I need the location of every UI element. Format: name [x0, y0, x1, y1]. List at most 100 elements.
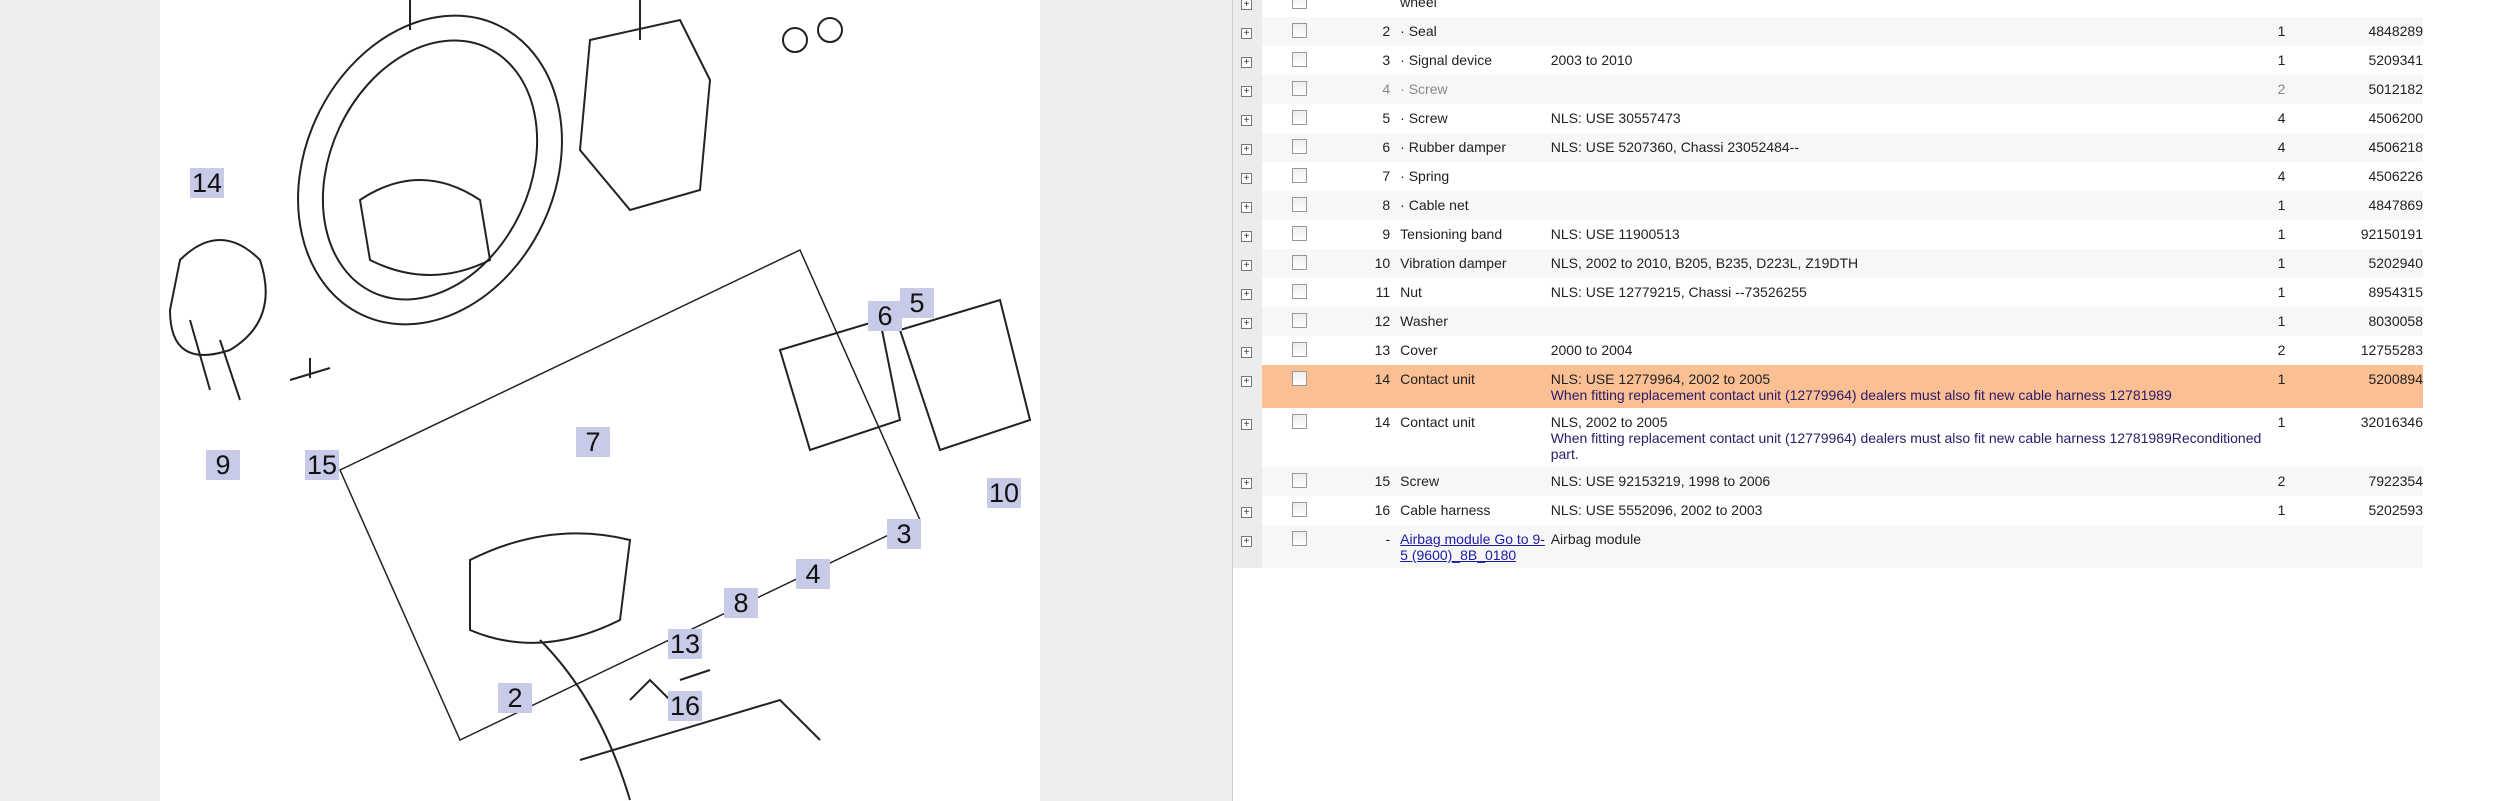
callout-4[interactable]: 4	[796, 559, 830, 589]
part-position: 3	[1382, 52, 1391, 68]
callout-5[interactable]: 5	[900, 288, 934, 318]
part-number	[2319, 0, 2423, 17]
part-position: 14	[1374, 371, 1391, 387]
parts-table-row[interactable]: + 10 Vibration damper NLS, 2002 to 2010,…	[1233, 249, 2423, 278]
part-position: 2	[1382, 23, 1391, 39]
part-name: · Rubber damper	[1400, 139, 1506, 155]
part-name: Cable harness	[1400, 502, 1491, 518]
expand-icon[interactable]: +	[1241, 173, 1252, 184]
select-checkbox[interactable]	[1292, 23, 1308, 38]
part-description: Airbag module	[1550, 531, 1641, 547]
part-position: 7	[1382, 168, 1391, 184]
expand-icon[interactable]: +	[1241, 86, 1252, 97]
select-checkbox[interactable]	[1292, 502, 1308, 517]
select-checkbox[interactable]	[1292, 81, 1308, 96]
callout-3[interactable]: 3	[887, 519, 921, 549]
select-checkbox[interactable]	[1292, 139, 1308, 154]
part-note: When fitting replacement contact unit (1…	[1550, 430, 2262, 462]
part-position: 8	[1382, 197, 1391, 213]
select-checkbox[interactable]	[1292, 473, 1308, 488]
callout-7[interactable]: 7	[576, 427, 610, 457]
select-checkbox[interactable]	[1292, 197, 1308, 212]
expand-icon[interactable]: +	[1241, 318, 1252, 329]
part-position: 12	[1374, 313, 1391, 329]
part-position: 16	[1374, 502, 1391, 518]
callout-2[interactable]: 2	[498, 683, 532, 713]
expand-icon[interactable]: +	[1241, 347, 1252, 358]
expand-icon[interactable]: +	[1241, 289, 1252, 300]
parts-table-row[interactable]: + 3 · Signal device 2003 to 2010 1 52093…	[1233, 46, 2423, 75]
parts-table-row[interactable]: + 2 · Seal 1 4848289	[1233, 17, 2423, 46]
part-description: NLS: USE 5207360, Chassi 23052484--	[1550, 139, 1799, 155]
airbag-module-link[interactable]: Airbag module Go to 9-5 (9600)_8B_0180	[1400, 531, 1545, 563]
callout-15[interactable]: 15	[305, 450, 339, 480]
part-description: NLS: USE 11900513	[1550, 226, 1680, 242]
parts-table-row[interactable]: + 11 Nut NLS: USE 12779215, Chassi --735…	[1233, 278, 2423, 307]
select-checkbox[interactable]	[1292, 284, 1308, 299]
parts-table-row[interactable]: + 7 · Spring 4 4506226	[1233, 162, 2423, 191]
expand-icon[interactable]: +	[1241, 478, 1252, 489]
expand-icon[interactable]: +	[1241, 115, 1252, 126]
parts-table-row[interactable]: + 16 Cable harness NLS: USE 5552096, 200…	[1233, 496, 2423, 525]
part-number: 5202940	[2368, 255, 2423, 271]
callout-16[interactable]: 16	[668, 691, 702, 721]
parts-table-row[interactable]: + 15 Screw NLS: USE 92153219, 1998 to 20…	[1233, 467, 2423, 496]
part-name: · Screw	[1400, 110, 1448, 126]
parts-table-row[interactable]: + 13 Cover 2000 to 2004 2 12755283	[1233, 336, 2423, 365]
expand-icon[interactable]: +	[1241, 536, 1252, 547]
parts-table-row[interactable]: + - Airbag module Go to 9-5 (9600)_8B_01…	[1233, 525, 2423, 568]
part-position: 15	[1374, 473, 1391, 489]
select-checkbox[interactable]	[1292, 414, 1308, 429]
select-checkbox[interactable]	[1292, 371, 1308, 386]
parts-table-row[interactable]: + 12 Washer 1 8030058	[1233, 307, 2423, 336]
expand-icon[interactable]: +	[1241, 202, 1252, 213]
part-number: 4847869	[2368, 197, 2423, 213]
part-name: Washer	[1400, 313, 1448, 329]
part-position	[1356, 0, 1401, 17]
select-checkbox[interactable]	[1292, 226, 1308, 241]
part-number: 4506200	[2368, 110, 2423, 126]
callout-10[interactable]: 10	[987, 478, 1021, 508]
select-checkbox[interactable]	[1292, 342, 1308, 357]
select-checkbox[interactable]	[1292, 168, 1308, 183]
part-number: 12755283	[2360, 342, 2423, 358]
expand-icon[interactable]: +	[1241, 0, 1252, 10]
select-checkbox[interactable]	[1292, 110, 1308, 125]
part-name: · Seal	[1400, 23, 1437, 39]
callout-13[interactable]: 13	[668, 629, 702, 659]
expand-icon[interactable]: +	[1241, 28, 1252, 39]
expand-icon[interactable]: +	[1241, 57, 1252, 68]
expand-icon[interactable]: +	[1241, 231, 1252, 242]
part-quantity: 4	[2277, 139, 2286, 155]
expand-icon[interactable]: +	[1241, 507, 1252, 518]
parts-table-row[interactable]: + 6 · Rubber damper NLS: USE 5207360, Ch…	[1233, 133, 2423, 162]
select-checkbox[interactable]	[1292, 52, 1308, 67]
expand-icon[interactable]: +	[1241, 419, 1252, 430]
part-description: 2003 to 2010	[1550, 52, 1633, 68]
parts-table-row[interactable]: + wheel	[1233, 0, 2423, 17]
callout-14[interactable]: 14	[190, 168, 224, 198]
parts-table-row[interactable]: + 14 Contact unit NLS: USE 12779964, 200…	[1233, 365, 2423, 408]
parts-table-row[interactable]: + 4 · Screw 2 5012182	[1233, 75, 2423, 104]
expand-icon[interactable]: +	[1241, 376, 1252, 387]
expand-icon[interactable]: +	[1241, 144, 1252, 155]
callout-6[interactable]: 6	[868, 301, 902, 331]
part-position: 10	[1374, 255, 1391, 271]
expand-icon[interactable]: +	[1241, 260, 1252, 271]
parts-table-row[interactable]: + 5 · Screw NLS: USE 30557473 4 4506200	[1233, 104, 2423, 133]
select-checkbox[interactable]	[1292, 255, 1308, 270]
callout-8[interactable]: 8	[724, 588, 758, 618]
part-quantity: 1	[2277, 284, 2286, 300]
part-number: 4506226	[2368, 168, 2423, 184]
parts-table-row[interactable]: + 9 Tensioning band NLS: USE 11900513 1 …	[1233, 220, 2423, 249]
select-checkbox[interactable]	[1292, 313, 1308, 328]
part-quantity: 2	[2277, 342, 2286, 358]
part-quantity: 4	[2277, 110, 2286, 126]
part-number: 4506218	[2368, 139, 2423, 155]
parts-table-row[interactable]: + 8 · Cable net 1 4847869	[1233, 191, 2423, 220]
select-checkbox[interactable]	[1292, 0, 1308, 9]
callout-9[interactable]: 9	[206, 450, 240, 480]
part-quantity: 1	[2277, 52, 2286, 68]
select-checkbox[interactable]	[1292, 531, 1308, 546]
